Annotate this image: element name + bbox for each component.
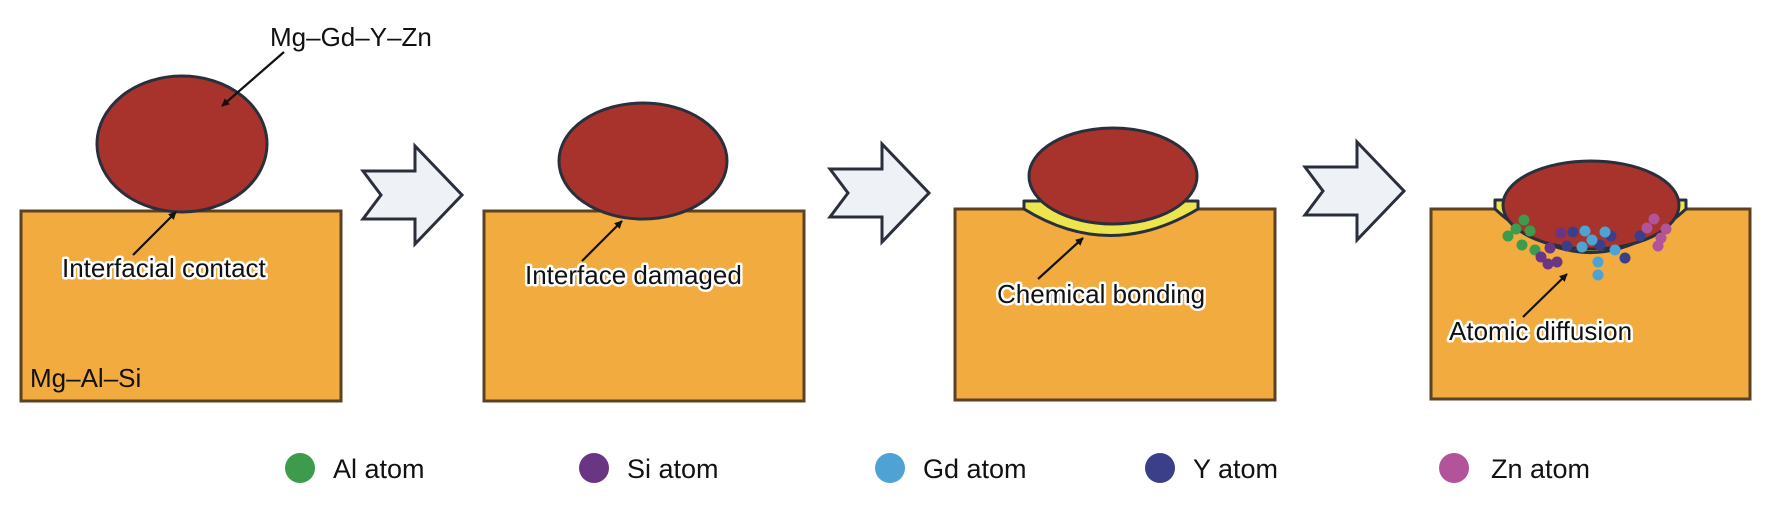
atom-dot-si	[1544, 242, 1556, 254]
process-arrow-2	[827, 140, 932, 246]
legend-item-si: Si atom	[579, 453, 719, 484]
droplet-4	[1501, 159, 1681, 251]
process-arrow-3	[1302, 138, 1407, 244]
legend-label-y: Y atom	[1193, 454, 1278, 484]
droplet-1	[95, 74, 269, 214]
stage3-label: Chemical bonding	[997, 279, 1205, 309]
atom-dot-al	[1516, 239, 1528, 251]
leader-line-stage2	[581, 220, 623, 262]
atom-dot-y	[1561, 240, 1573, 252]
substrate-block-2	[482, 209, 806, 403]
atom-dot-y	[1634, 230, 1646, 242]
legend-label-si: Si atom	[627, 454, 719, 484]
atom-dot-gd	[1579, 225, 1591, 237]
stage2-label: Interface damaged	[525, 260, 742, 290]
legend-swatch-gd	[875, 453, 905, 483]
atom-dot-gd	[1599, 226, 1611, 238]
atom-dot-zn	[1648, 213, 1660, 225]
droplet-3	[1027, 126, 1199, 226]
atom-dot-gd	[1592, 256, 1604, 268]
droplet-2	[557, 101, 729, 221]
stage-1-interfacial-contact: Mg–Gd–Y–Zn Interfacial contact Mg–Al–Si	[19, 22, 432, 403]
atom-dot-si	[1542, 258, 1554, 270]
atom-dot-gd	[1576, 241, 1588, 253]
legend-label-gd: Gd atom	[923, 454, 1027, 484]
leader-line-stage1	[132, 211, 177, 256]
atom-dot-gd	[1609, 244, 1621, 256]
atom-dot-al	[1518, 214, 1530, 226]
droplet-alloy-label: Mg–Gd–Y–Zn	[270, 22, 432, 52]
legend-label-al: Al atom	[333, 454, 425, 484]
stage4-label: Atomic diffusion	[1449, 316, 1632, 346]
leader-line-stage3	[1037, 237, 1084, 280]
legend-swatch-al	[285, 453, 315, 483]
atom-dot-al	[1510, 223, 1522, 235]
atom-dot-y	[1594, 239, 1606, 251]
legend-item-y: Y atom	[1145, 453, 1278, 484]
atom-dot-al	[1524, 225, 1536, 237]
stage-4-atomic-diffusion: Atomic diffusion	[1429, 159, 1752, 401]
atom-dot-gd	[1586, 234, 1598, 246]
atom-dot-si	[1555, 227, 1567, 239]
stage1-label: Interfacial contact	[62, 253, 267, 283]
substrate-block-1	[19, 209, 343, 403]
atom-dot-zn	[1641, 222, 1653, 234]
substrate-alloy-label: Mg–Al–Si	[30, 363, 141, 393]
stage-2-interface-damaged: Interface damaged	[482, 101, 806, 403]
legend-item-zn: Zn atom	[1439, 453, 1590, 484]
legend-swatch-zn	[1439, 453, 1469, 483]
stage-3-chemical-bonding: Chemical bonding	[953, 126, 1277, 402]
atom-dot-y	[1619, 252, 1631, 264]
atom-dot-si	[1551, 256, 1563, 268]
legend-swatch-si	[579, 453, 609, 483]
legend-swatch-y	[1145, 453, 1175, 483]
leader-line-stage4	[1522, 273, 1568, 318]
atom-dot-zn	[1660, 223, 1672, 235]
atom-dot-y	[1567, 226, 1579, 238]
leader-line-droplet-alloy	[221, 51, 285, 107]
legend-label-zn: Zn atom	[1491, 454, 1590, 484]
process-arrow-1	[360, 142, 465, 248]
atom-dot-si	[1535, 251, 1547, 263]
atom-legend: Al atom Si atom Gd atom Y atom Zn atom	[285, 453, 1590, 484]
atom-dot-zn	[1652, 240, 1664, 252]
diffused-atoms	[1502, 213, 1672, 281]
legend-item-al: Al atom	[285, 453, 425, 484]
atom-dot-gd	[1592, 269, 1604, 281]
legend-item-gd: Gd atom	[875, 453, 1027, 484]
atom-dot-al	[1502, 230, 1514, 242]
